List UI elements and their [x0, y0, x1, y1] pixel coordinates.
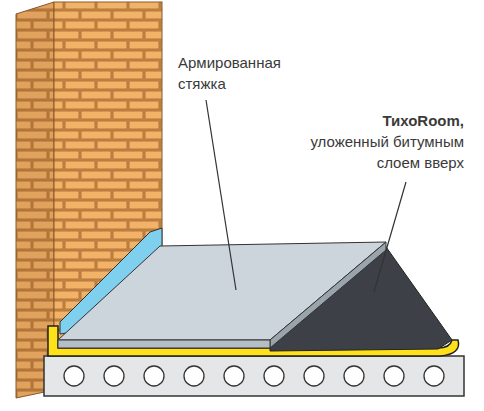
slab-hole	[64, 366, 84, 386]
slab-hole	[184, 366, 204, 386]
slab-hole	[104, 366, 124, 386]
part-label: уложенный битумным слоем вверх	[264, 131, 464, 173]
part-label: Армированная стяжка	[178, 52, 318, 94]
slab-hole	[424, 366, 444, 386]
reinforced-screed	[58, 242, 386, 348]
slab-hole	[304, 366, 324, 386]
slab-hole	[264, 366, 284, 386]
leader-line	[206, 100, 236, 290]
slab-hole	[344, 366, 364, 386]
slab-hole	[144, 366, 164, 386]
slab-hole	[224, 366, 244, 386]
leader-line	[374, 182, 406, 292]
hollow-core-slab	[44, 356, 464, 396]
slab-hole	[384, 366, 404, 386]
product-name: ТихоRoom,	[244, 110, 464, 131]
